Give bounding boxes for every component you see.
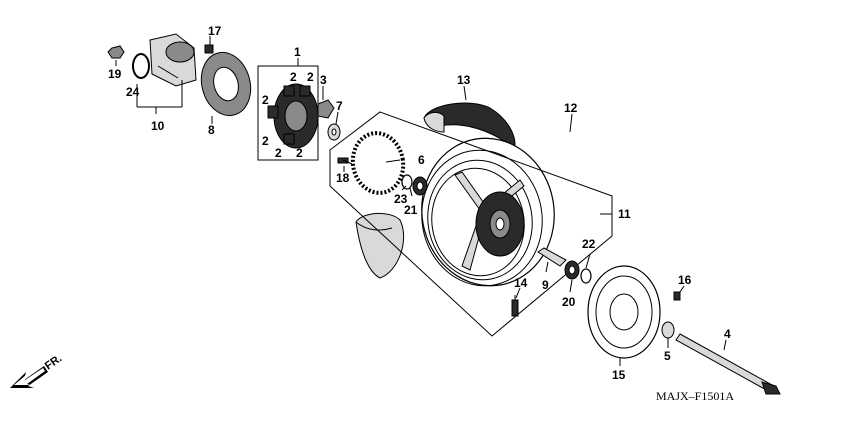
front-direction-arrow-icon [10,366,48,388]
collar [317,99,335,119]
callout-2a: 2 [290,70,297,84]
pulser-bolt [337,157,353,165]
callout-23: 23 [394,192,408,206]
callouts: 1 2 2 2 2 2 2 3 4 5 6 7 8 9 10 11 12 13 … [108,24,731,382]
rear-axle [675,333,781,395]
final-driven-hub [149,33,197,87]
callout-1: 1 [294,45,301,59]
flange-bolt [204,44,214,54]
wheel-damper-set [267,83,319,149]
callout-16: 16 [678,273,692,287]
callout-2c: 2 [262,93,269,107]
callout-11: 11 [618,207,631,221]
callout-6: 6 [418,153,425,167]
tire [355,102,516,279]
dust-seal-right [580,268,592,284]
callout-2d: 2 [262,134,269,148]
callout-12: 12 [564,101,578,115]
pulser-ring [350,131,406,195]
callout-2b: 2 [307,70,314,84]
callout-4: 4 [724,327,731,341]
dust-seal [401,174,413,190]
o-ring [132,53,150,79]
callout-13: 13 [457,73,471,87]
brake-disc [587,265,661,359]
disc-bolt [673,291,681,301]
callout-9: 9 [542,278,549,292]
callout-20: 20 [562,295,576,309]
callout-22: 22 [582,237,596,251]
callout-24: 24 [126,85,140,99]
callout-17: 17 [208,24,222,38]
callout-10: 10 [151,119,165,133]
final-driven-flange [200,51,252,117]
wheel-rim [421,137,555,287]
callout-3: 3 [320,73,327,87]
callout-15: 15 [612,368,626,382]
wheel-side-collar [537,247,567,267]
callout-18: 18 [336,171,350,185]
flange-nut [107,45,125,59]
callout-2e: 2 [275,146,282,160]
callout-5: 5 [664,349,671,363]
leader-lines [115,36,727,366]
callout-8: 8 [208,123,215,137]
tire-valve [511,295,519,317]
part-code: MAJX–F1501A [656,389,734,403]
callout-2f: 2 [296,146,303,160]
axle-collar [661,321,675,339]
callout-14: 14 [514,276,528,290]
callout-7: 7 [336,99,343,113]
callout-19: 19 [108,67,122,81]
callout-21: 21 [404,203,418,217]
